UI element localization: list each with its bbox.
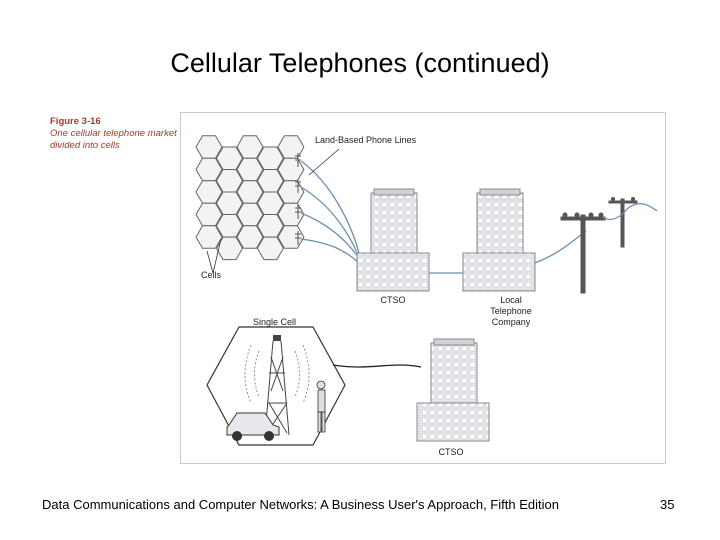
figure-caption-text: One cellular telephone market divided in…	[50, 128, 177, 151]
single-cell	[206, 326, 346, 446]
diagram-graphic	[195, 135, 658, 446]
label-pointer	[308, 148, 340, 176]
cells-label: Cells	[201, 270, 222, 280]
cell-hexagon	[236, 225, 264, 249]
ctso-building-bottom	[416, 338, 490, 442]
cell-hexagon	[277, 225, 305, 249]
cellular-diagram: Land-Based Phone Lines Cells CTSO Local …	[180, 112, 666, 464]
telephone-poles	[560, 197, 638, 294]
cell-grid	[195, 135, 305, 261]
figure-caption: Figure 3-16 One cellular telephone marke…	[50, 116, 178, 152]
footer-text: Data Communications and Computer Network…	[42, 497, 559, 512]
land-based-lines	[300, 160, 362, 266]
cells-pointer	[206, 238, 222, 274]
cell-to-ctso-line	[332, 364, 422, 368]
land-lines-label: Land-Based Phone Lines	[315, 135, 417, 145]
car	[226, 412, 280, 441]
pole-line	[534, 230, 587, 264]
cell-hexagon	[256, 236, 284, 261]
pole-wire	[602, 203, 658, 221]
slide-title: Cellular Telephones (continued)	[170, 48, 550, 78]
page-number: 35	[660, 497, 675, 512]
ctso-building-top	[356, 188, 430, 292]
local-company-label: Local Telephone Company	[490, 295, 532, 327]
single-cell-label: Single Cell	[253, 317, 297, 327]
local-company-building	[462, 188, 536, 292]
ctso-bottom-label: CTSO	[438, 447, 464, 457]
ctso-top-label: CTSO	[380, 295, 406, 305]
cell-hexagon	[195, 225, 223, 249]
cell-hexagon	[215, 236, 244, 261]
cell-antennas	[295, 153, 301, 245]
person	[316, 380, 326, 433]
figure-label: Figure 3-16	[50, 116, 101, 127]
